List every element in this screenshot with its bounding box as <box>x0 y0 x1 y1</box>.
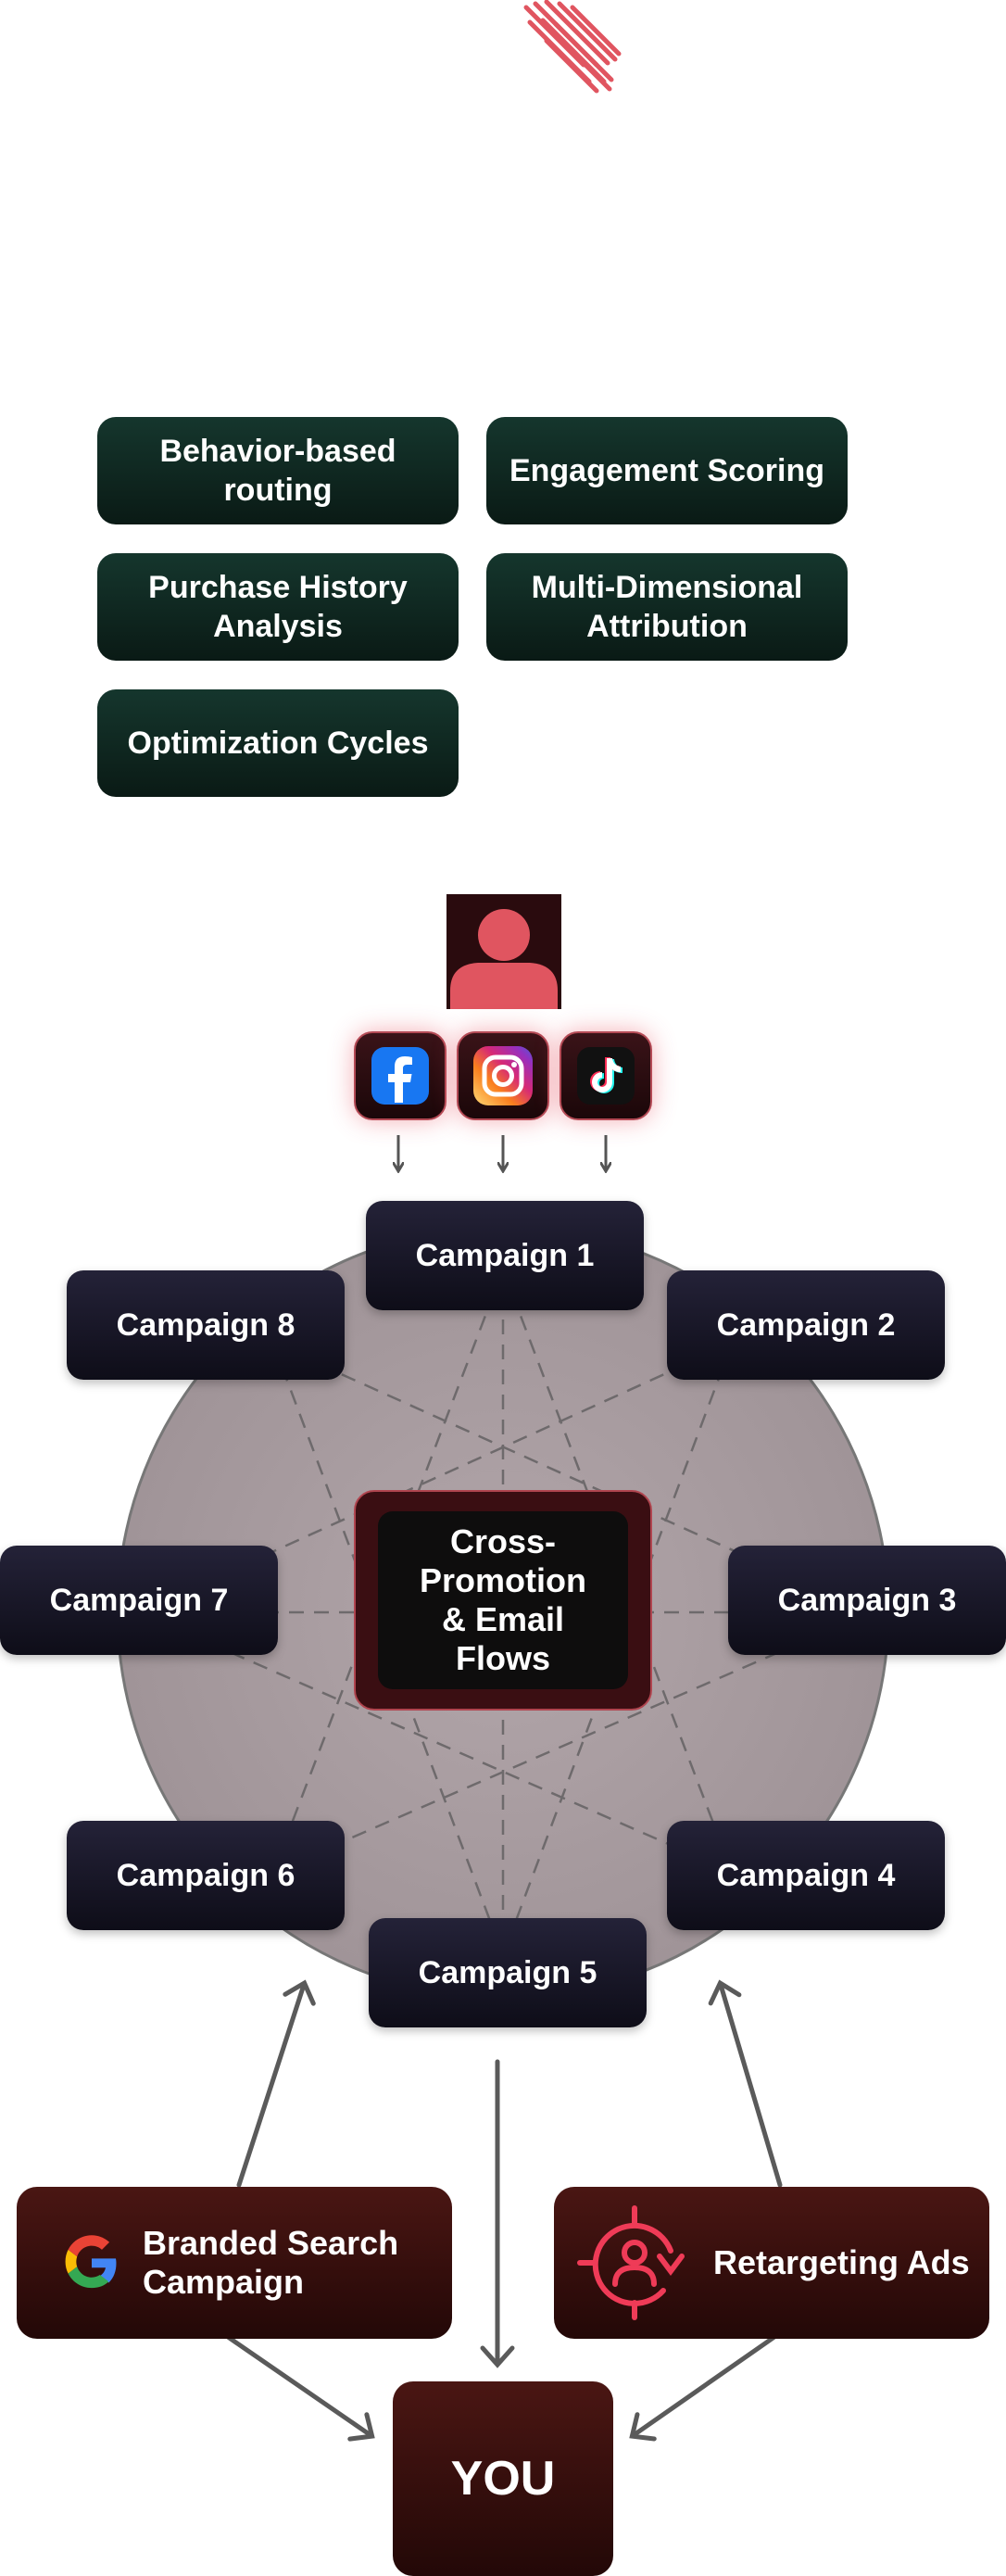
hub-label: Cross-Promotion & Email Flows <box>420 1522 586 1677</box>
arrow-retarget-to-you <box>629 2334 777 2442</box>
feature-attribution: Multi-Dimensional Attribution <box>486 553 848 661</box>
feature-optimization-cycles: Optimization Cycles <box>97 689 459 797</box>
hub-outer: Cross-Promotion & Email Flows <box>354 1490 652 1711</box>
hub-inner: Cross-Promotion & Email Flows <box>378 1511 628 1689</box>
retargeting-box: Retargeting Ads <box>554 2187 989 2339</box>
google-icon <box>65 2235 117 2289</box>
campaign-8: Campaign 8 <box>67 1270 345 1380</box>
campaign-1: Campaign 1 <box>366 1201 644 1310</box>
instagram-icon <box>473 1046 533 1105</box>
user-avatar <box>446 894 561 1009</box>
person-icon <box>450 909 558 1009</box>
tiktok-icon <box>577 1047 635 1105</box>
facebook-icon <box>371 1047 429 1105</box>
campaign-2: Campaign 2 <box>667 1270 945 1380</box>
campaign-6: Campaign 6 <box>67 1821 345 1930</box>
campaign-5: Campaign 5 <box>369 1918 647 2027</box>
tiktok-tile <box>560 1031 652 1120</box>
arrow-retarget-to-ring <box>708 1979 783 2188</box>
instagram-tile <box>457 1031 549 1120</box>
retargeting-label: Retargeting Ads <box>713 2243 970 2281</box>
arrow-search-to-ring <box>236 1979 316 2188</box>
feature-engagement-scoring: Engagement Scoring <box>486 417 848 524</box>
feature-behavior-routing: Behavior-based routing <box>97 417 459 524</box>
branded-search-box: Branded Search Campaign <box>17 2187 452 2339</box>
you-label: YOU <box>450 2452 556 2506</box>
campaign-3: Campaign 3 <box>728 1546 1006 1655</box>
retarget-user-icon <box>577 2205 685 2320</box>
campaign-7: Campaign 7 <box>0 1546 278 1655</box>
you-box: YOU <box>393 2381 613 2576</box>
branded-search-label: Branded Search Campaign <box>143 2224 399 2301</box>
facebook-tile <box>354 1031 446 1120</box>
brand-slash-logo <box>523 0 622 94</box>
feature-purchase-history: Purchase History Analysis <box>97 553 459 661</box>
arrow-search-to-you <box>225 2334 375 2442</box>
campaign-4: Campaign 4 <box>667 1821 945 1930</box>
